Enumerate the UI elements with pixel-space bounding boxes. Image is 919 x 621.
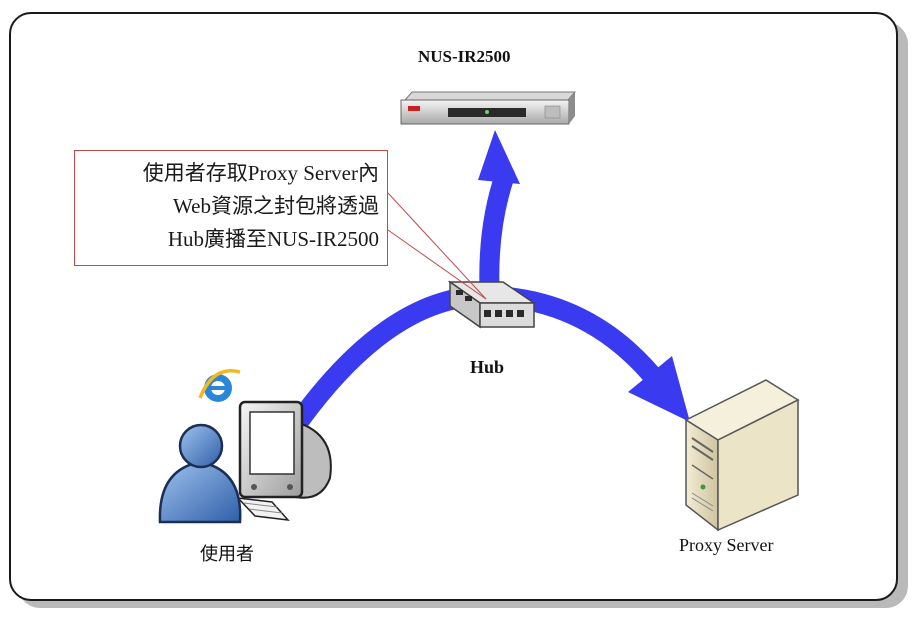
hub-icon — [447, 280, 537, 329]
internet-explorer-icon — [198, 369, 241, 402]
proxy-server-label: Proxy Server — [679, 535, 774, 555]
callout-line: Web資源之封包將透過 — [173, 194, 379, 218]
user-label: 使用者 — [200, 544, 254, 564]
crt-monitor-icon — [238, 400, 332, 499]
callout-line: Hub廣播至NUS-IR2500 — [167, 227, 379, 251]
router-device-icon — [400, 91, 577, 125]
callout-leader-lines — [387, 192, 487, 300]
router-label: NUS-IR2500 — [418, 47, 511, 66]
user-person-icon — [158, 423, 242, 524]
server-tower-icon — [684, 379, 800, 532]
hub-label: Hub — [470, 357, 505, 377]
callout-line: 使用者存取Proxy Server內 — [142, 161, 379, 185]
callout-box: 使用者存取Proxy Server內 Web資源之封包將透過 Hub廣播至NUS… — [74, 150, 388, 266]
keyboard-icon — [236, 497, 290, 521]
arrow-hub-to-router — [478, 130, 520, 310]
